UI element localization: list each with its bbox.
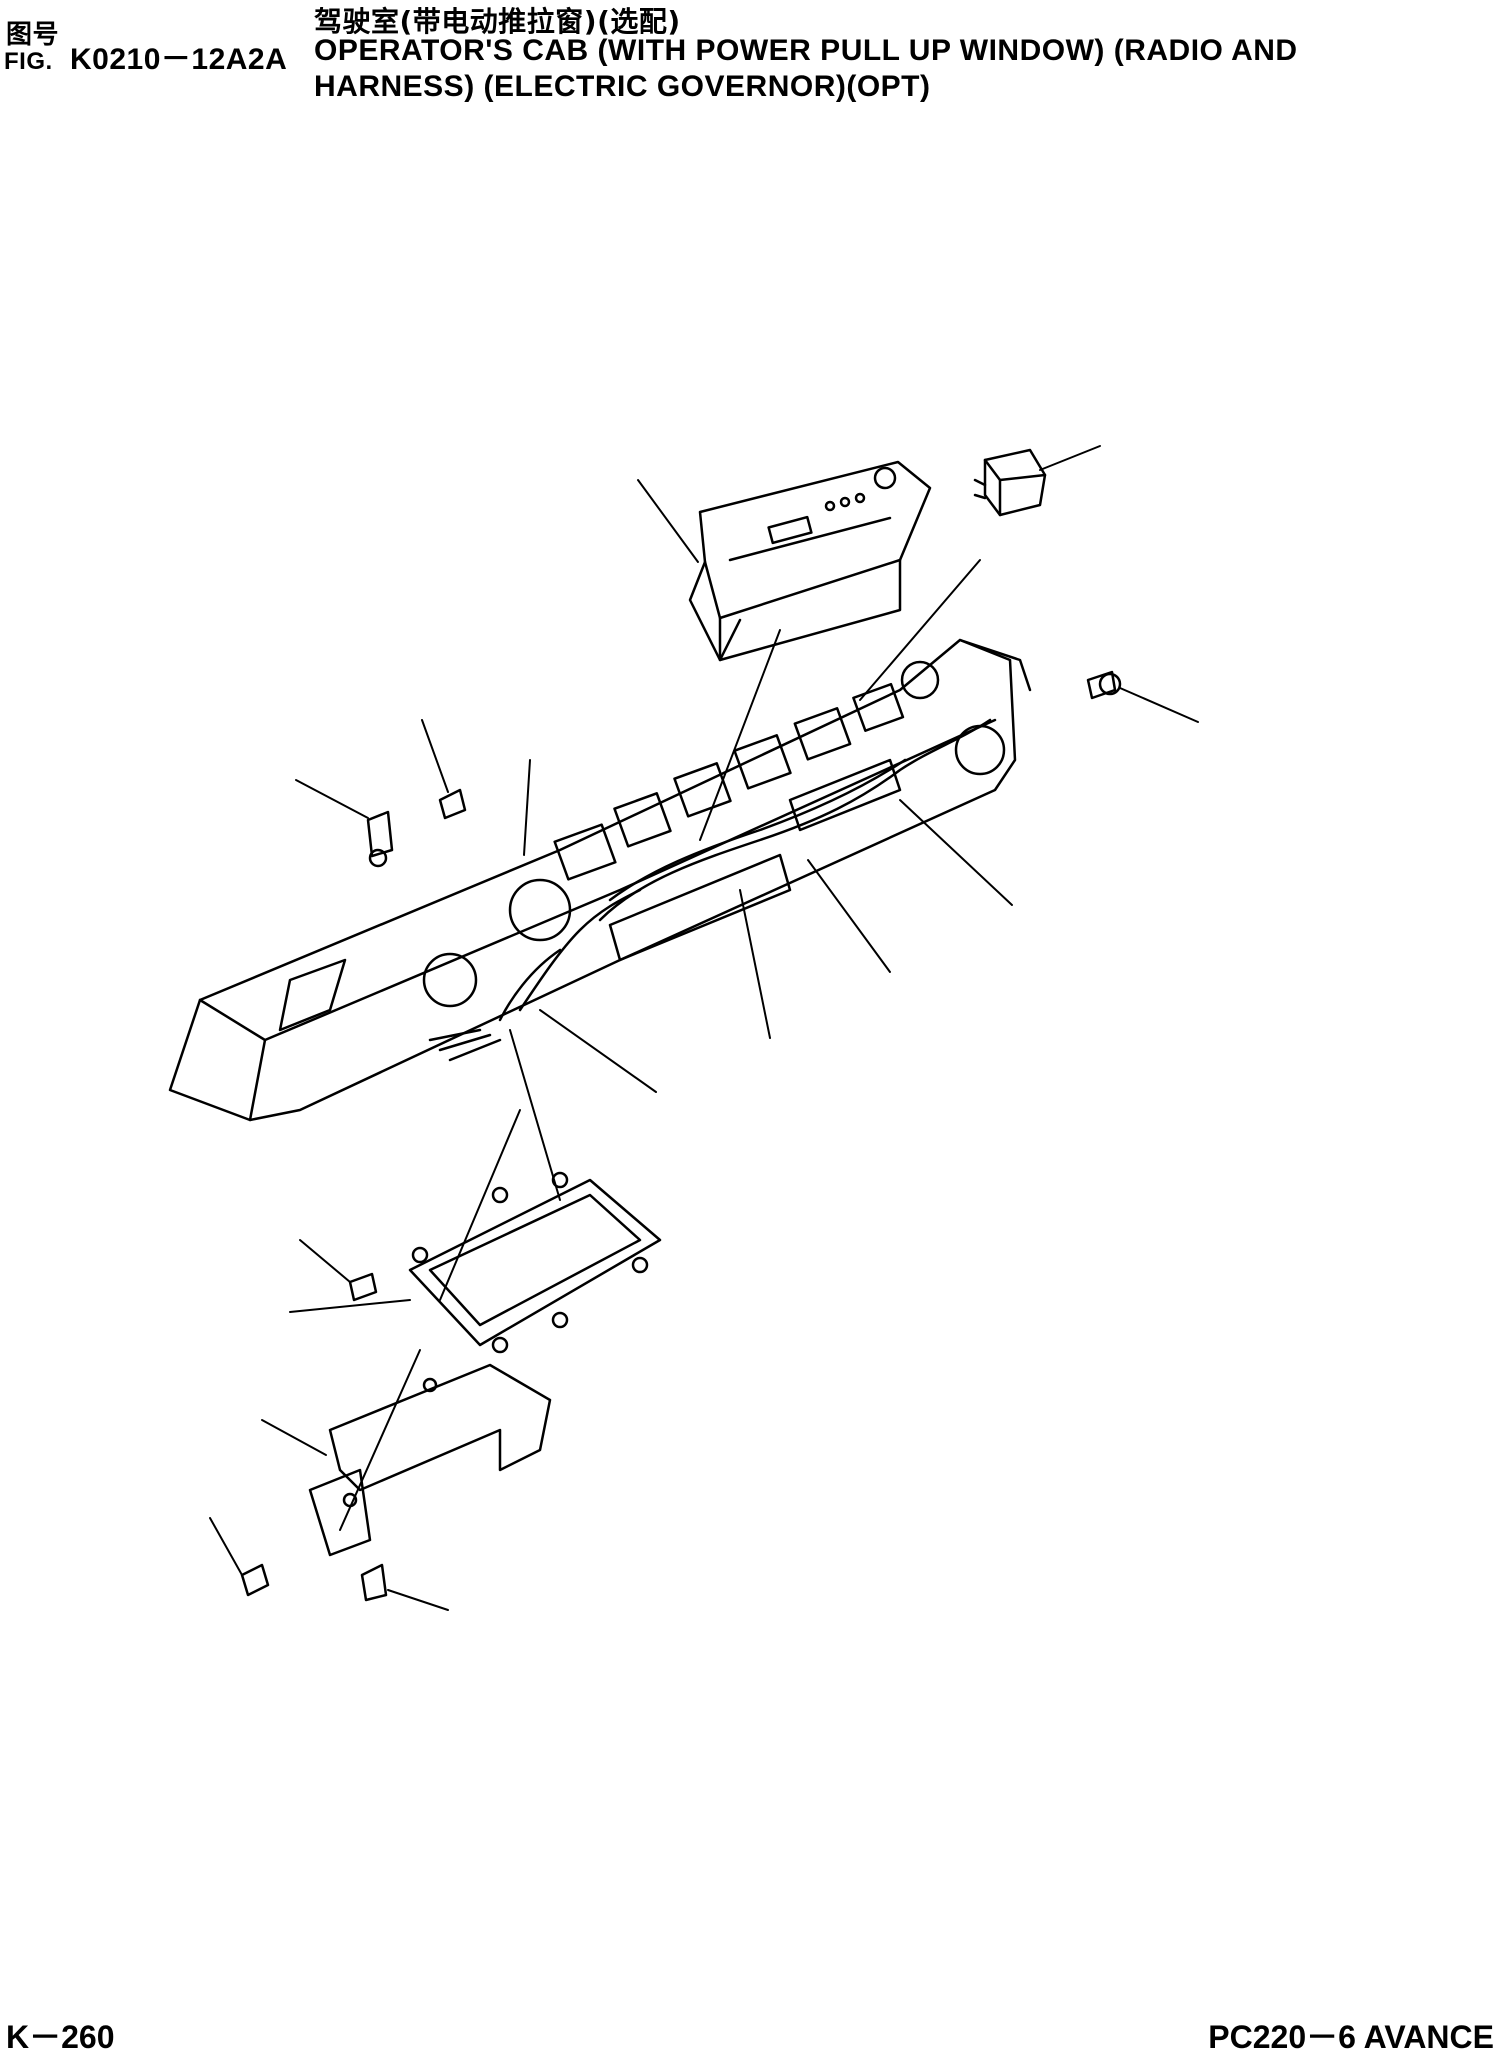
- wiring-harness-icon: [428, 718, 992, 1062]
- radio-unit-icon: [688, 460, 932, 662]
- fig-en-label: FIG.: [4, 48, 53, 75]
- leader-lines: [209, 445, 1199, 1611]
- bolt-icon: [240, 670, 1122, 1602]
- title-english-line-1: OPERATOR'S CAB (WITH POWER PULL UP WINDO…: [314, 34, 1298, 67]
- title-chinese: 驾驶室(带电动推拉窗)(选配): [314, 5, 681, 38]
- fig-cn-label: 图号: [6, 19, 60, 49]
- cover-plate-icon: [408, 1171, 662, 1354]
- title-english-line-2: HARNESS) (ELECTRIC GOVERNOR)(OPT): [314, 70, 931, 103]
- model-label: PC220－6 AVANCE: [1208, 2019, 1494, 2055]
- relay-icon: [973, 448, 1047, 517]
- bracket-icon: [308, 1363, 552, 1557]
- fig-number: K0210－12A2A: [70, 43, 288, 76]
- console-panel-icon: [168, 638, 1032, 1122]
- page-number: K－260: [6, 2019, 115, 2055]
